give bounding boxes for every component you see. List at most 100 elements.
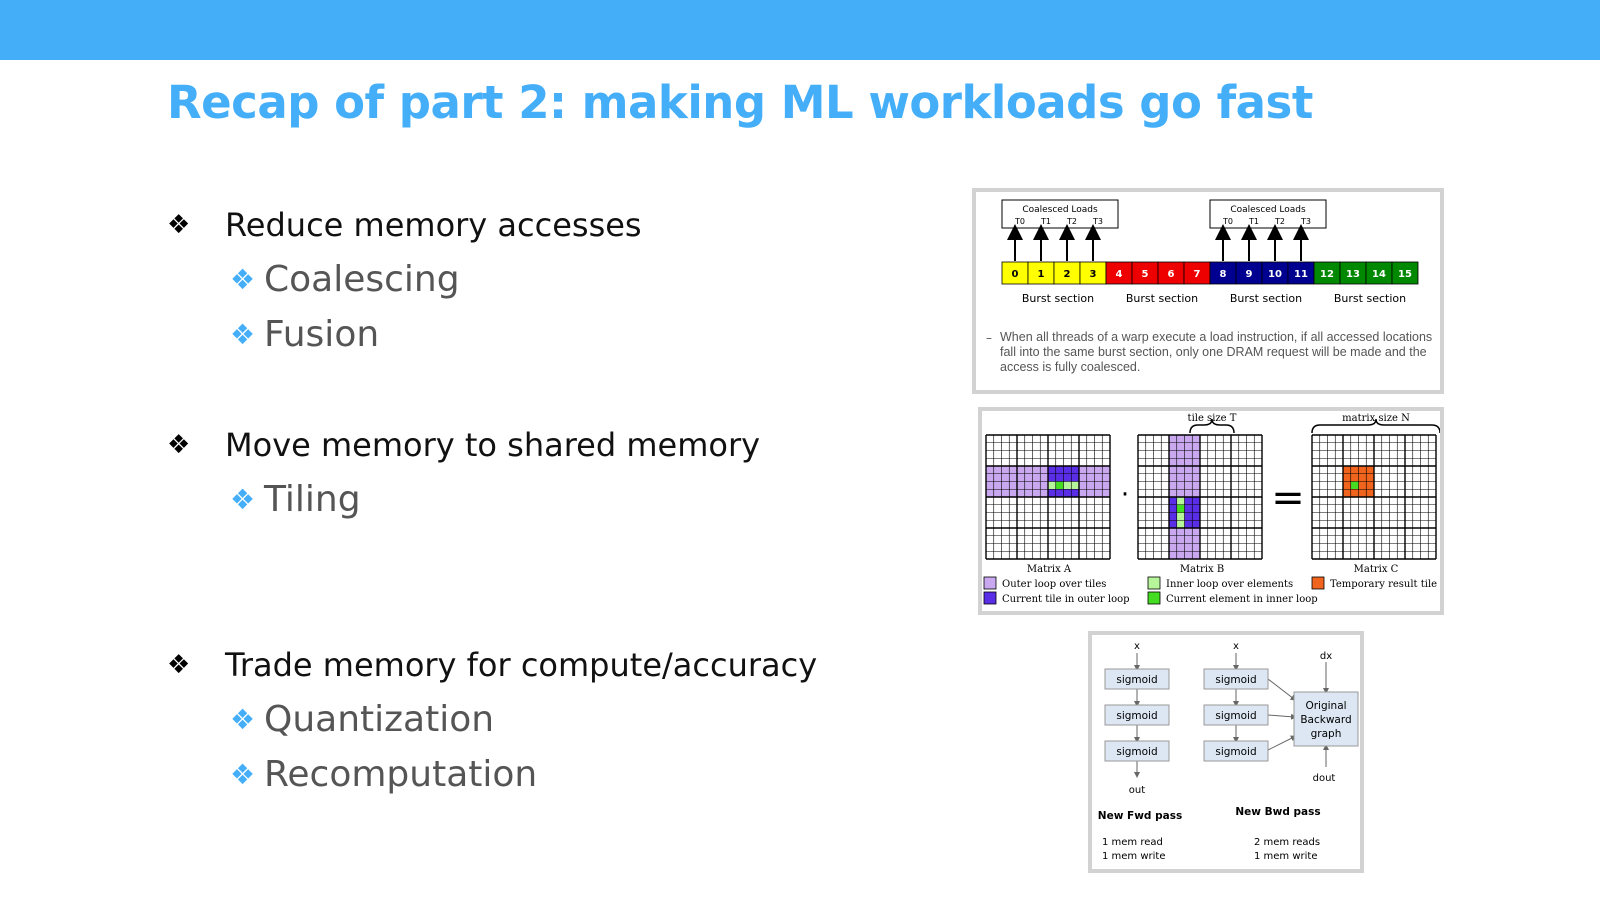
memory-cell-label: 8 — [1220, 269, 1227, 280]
coalescing-figure: Coalesced Loads T0 T1 T2 T3 Coalesced Lo… — [972, 188, 1444, 394]
legend-swatch — [1311, 576, 1325, 590]
backward-graph-node: Original Backward graph — [1293, 691, 1359, 747]
four-diamond-icon: ❖ — [230, 318, 256, 351]
bullet-label: Trade memory for compute/accuracy — [225, 646, 818, 684]
bwd-node: sigmoid — [1203, 704, 1269, 726]
tile-size-label: tile size T — [1188, 413, 1237, 424]
four-diamond-icon: ❖ — [230, 483, 256, 516]
node-label: sigmoid — [1215, 710, 1256, 722]
memory-cell-label: 4 — [1116, 269, 1123, 280]
bullet-reduce-memory: ❖ Reduce memory accesses — [167, 206, 642, 244]
subbullet-label: Tiling — [264, 479, 361, 520]
node-label: sigmoid — [1116, 710, 1157, 722]
slide-title: Recap of part 2: making ML workloads go … — [167, 76, 1313, 129]
subbullet-label: Recomputation — [264, 754, 538, 795]
four-diamond-icon: ❖ — [230, 758, 256, 791]
bwd-node: sigmoid — [1203, 740, 1269, 762]
legend-swatch — [1147, 576, 1161, 590]
burst-section-label: Burst section — [1022, 292, 1094, 305]
memory-cell-label: 0 — [1012, 269, 1019, 280]
fwd-node: sigmoid — [1104, 740, 1170, 762]
thread-label: T1 — [1248, 217, 1259, 226]
graph-edge — [1267, 735, 1297, 751]
memory-cell-label: 13 — [1346, 269, 1360, 280]
caption-dash: – — [986, 331, 992, 345]
top-banner — [0, 0, 1600, 60]
matrix-label: Matrix C — [1354, 564, 1399, 575]
burst-section-label: Burst section — [1230, 292, 1302, 305]
equals-operator: = — [1271, 475, 1305, 521]
current-element — [1176, 504, 1185, 513]
graph-edge — [1267, 678, 1297, 701]
dot-operator: · — [1121, 480, 1129, 510]
memory-cell-label: 14 — [1372, 269, 1386, 280]
subbullet-tiling: ❖ Tiling — [230, 479, 361, 520]
tile-brace — [1189, 418, 1235, 434]
subbullet-fusion: ❖ Fusion — [230, 314, 379, 355]
memory-cell-label: 7 — [1194, 269, 1201, 280]
memory-cell — [1391, 261, 1419, 285]
coalescing-diagram: Coalesced Loads T0 T1 T2 T3 Coalesced Lo… — [986, 199, 1432, 374]
matrix-label: Matrix B — [1180, 564, 1224, 575]
memory-cell-label: 6 — [1168, 269, 1175, 280]
bullet-label: Move memory to shared memory — [225, 426, 761, 464]
memory-cell-label: 9 — [1246, 269, 1253, 280]
node-label: sigmoid — [1116, 674, 1157, 686]
fwd-stat: 1 mem read — [1102, 837, 1163, 848]
subbullet-label: Fusion — [264, 314, 380, 355]
coalesced-box-left: Coalesced Loads T0 T1 T2 T3 — [1001, 199, 1119, 229]
legend-label: Outer loop over tiles — [1002, 579, 1106, 590]
coalesced-box-title: Coalesced Loads — [1230, 205, 1306, 215]
bullet-label: Reduce memory accesses — [225, 206, 642, 244]
graph-label-line: Backward — [1300, 714, 1351, 726]
tiling-figure: tile size T matrix size N · = Matrix A M… — [978, 407, 1444, 615]
memory-cell-label: 3 — [1090, 269, 1097, 280]
dout-label: dout — [1313, 773, 1336, 784]
legend-swatch — [983, 576, 997, 590]
legend-label: Inner loop over elements — [1166, 579, 1293, 590]
thread-label: T0 — [1014, 217, 1025, 226]
node-label: sigmoid — [1215, 674, 1256, 686]
four-diamond-icon: ❖ — [167, 210, 191, 240]
memory-cell-label: 15 — [1398, 269, 1412, 280]
bullet-shared-memory: ❖ Move memory to shared memory — [167, 426, 760, 464]
load-arrows — [1007, 224, 1309, 261]
thread-label: T0 — [1222, 217, 1233, 226]
subbullet-coalescing: ❖ Coalescing — [230, 259, 460, 300]
fwd-pass-title: New Fwd pass — [1098, 810, 1182, 822]
thread-label: T2 — [1066, 217, 1077, 226]
matrix-c — [1311, 434, 1437, 560]
fwd-node: sigmoid — [1104, 668, 1170, 690]
bwd-pass-title: New Bwd pass — [1235, 806, 1320, 818]
fwd-stat: 1 mem write — [1102, 851, 1166, 862]
legend-label: Current element in inner loop — [1166, 594, 1318, 605]
tiling-legend: Outer loop over tiles Inner loop over el… — [983, 576, 1437, 605]
graph-edge — [1267, 713, 1297, 720]
four-diamond-icon: ❖ — [167, 430, 191, 460]
graph-label-line: Original — [1305, 700, 1346, 712]
matrix-label: Matrix A — [1027, 564, 1072, 575]
subbullet-label: Coalescing — [264, 259, 460, 300]
fwd-input-label: x — [1134, 641, 1140, 652]
coalesced-box-right: Coalesced Loads T0 T1 T2 T3 — [1209, 199, 1327, 229]
fwd-output-label: out — [1129, 785, 1145, 796]
bwd-stat: 2 mem reads — [1254, 837, 1320, 848]
bullet-trade-memory: ❖ Trade memory for compute/accuracy — [167, 646, 817, 684]
subbullet-recomputation: ❖ Recomputation — [230, 754, 537, 795]
thread-label: T3 — [1092, 217, 1103, 226]
four-diamond-icon: ❖ — [167, 650, 191, 680]
legend-swatch — [1147, 591, 1161, 605]
subbullet-quantization: ❖ Quantization — [230, 699, 494, 740]
legend-label: Current tile in outer loop — [1002, 594, 1130, 605]
legend-label: Temporary result tile — [1330, 579, 1437, 590]
memory-cell-label: 5 — [1142, 269, 1149, 280]
memory-cell-label: 11 — [1294, 269, 1308, 280]
burst-section-label: Burst section — [1126, 292, 1198, 305]
burst-section-label: Burst section — [1334, 292, 1406, 305]
thread-label: T2 — [1274, 217, 1285, 226]
thread-label: T3 — [1300, 217, 1311, 226]
bwd-input-label: x — [1233, 641, 1239, 652]
legend-swatch — [983, 591, 997, 605]
memory-cell-label: 2 — [1064, 269, 1071, 280]
